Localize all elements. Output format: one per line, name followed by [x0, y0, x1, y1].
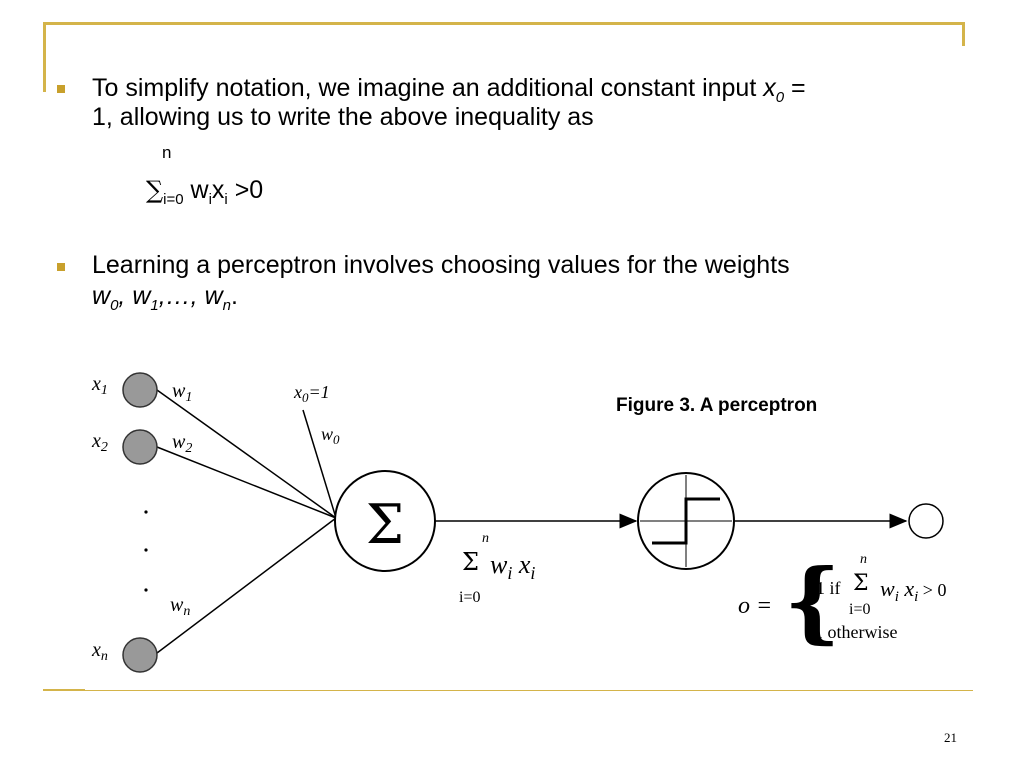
bullet1-line1: To simplify notation, we imagine an addi…	[92, 74, 806, 106]
output-case1-upper: n	[860, 552, 867, 567]
output-case2: -1 otherwise	[808, 622, 897, 642]
frame-top-rule	[43, 22, 965, 25]
edge-xn	[156, 517, 337, 654]
step-function-icon	[652, 497, 720, 545]
output-brace: {	[784, 549, 841, 653]
bullet2-line2: w0, w1,…, wn.	[92, 282, 238, 314]
frame-bottom-rule	[43, 690, 973, 691]
bullet1-line2: 1, allowing us to write the above inequa…	[92, 103, 594, 131]
summation-symbol: Σ	[366, 493, 404, 556]
sum-expr-sigma: Σ	[462, 548, 479, 576]
bias-label: x0=1	[293, 382, 330, 405]
output-case1-term: wi xi > 0	[880, 576, 946, 605]
input-node-xn	[122, 637, 158, 673]
ellipsis-dot	[144, 548, 148, 552]
edge-x2	[156, 446, 337, 519]
x0-var: x0	[763, 74, 785, 106]
sum-expr-upper: n	[482, 531, 489, 546]
weight-label-w2: w2	[172, 431, 192, 456]
frame-left-rule	[43, 22, 46, 92]
equals-sign: =	[784, 74, 806, 102]
ellipsis-dot	[144, 588, 148, 592]
sum-expr-lower: i=0	[459, 589, 480, 606]
figure-caption: Figure 3. A perceptron	[616, 395, 818, 416]
output-o-label: o =	[738, 593, 772, 619]
input-label-x1: x1	[91, 373, 108, 398]
output-node	[908, 503, 944, 539]
bullet1-text: To simplify notation, we imagine an addi…	[92, 74, 757, 102]
weight-label-wn: wn	[170, 594, 190, 619]
output-case1-lower: i=0	[849, 601, 870, 618]
sigma-symbol: ∑	[146, 176, 164, 204]
output-case1-sigma: Σ	[853, 571, 869, 596]
edge-x1	[156, 389, 337, 519]
bullet-square-icon	[57, 263, 65, 271]
input-node-x1	[122, 372, 158, 408]
sum-upper-limit: n	[162, 143, 172, 162]
output-case1-prefix: 1 if	[816, 578, 841, 598]
inequality-formula: ∑i=0 wixi >0	[146, 176, 264, 208]
bias-weight-label: w0	[321, 424, 340, 447]
frame-bottom-accent	[43, 689, 85, 691]
edge-bias	[302, 409, 337, 519]
input-label-x2: x2	[91, 430, 108, 455]
frame-right-rule	[962, 22, 965, 46]
ellipsis-dot	[144, 510, 148, 514]
sum-lower-limit: i=0	[163, 191, 184, 208]
bullet2-line1: Learning a perceptron involves choosing …	[92, 251, 790, 279]
bullet-square-icon	[57, 85, 65, 93]
sum-expr-term: wi xi	[490, 550, 535, 583]
input-label-xn: xn	[91, 639, 108, 664]
page-number: 21	[944, 730, 957, 745]
input-node-x2	[122, 429, 158, 465]
weight-label-w1: w1	[172, 380, 192, 405]
